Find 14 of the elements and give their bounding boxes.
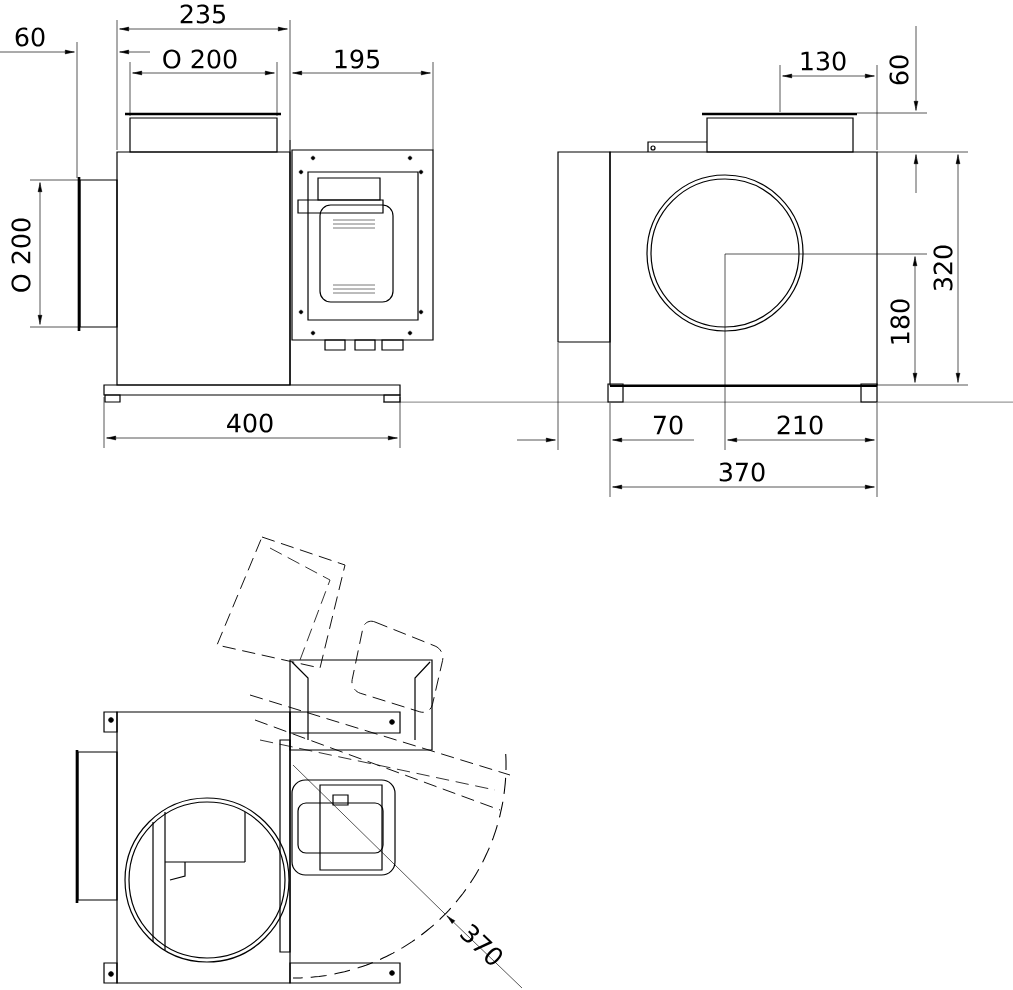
dimension-label: 130 — [801, 51, 846, 71]
dimension-label: 370 — [460, 923, 502, 965]
dimension-label: 195 — [335, 49, 379, 69]
dimension-label: 60 — [889, 55, 909, 85]
dimension-label: 70 — [653, 415, 683, 435]
dimension-label: 370 — [719, 462, 765, 482]
dimension-label: 400 — [227, 413, 273, 433]
dimension-label: 180 — [890, 299, 910, 344]
dimension-label: 320 — [933, 245, 953, 291]
dimension-label: 210 — [777, 415, 823, 435]
dimension-label: 60 — [15, 27, 45, 47]
dimension-label: O 200 — [163, 49, 237, 69]
dimension-label: O 200 — [11, 218, 31, 292]
dimension-label: 235 — [180, 4, 225, 24]
